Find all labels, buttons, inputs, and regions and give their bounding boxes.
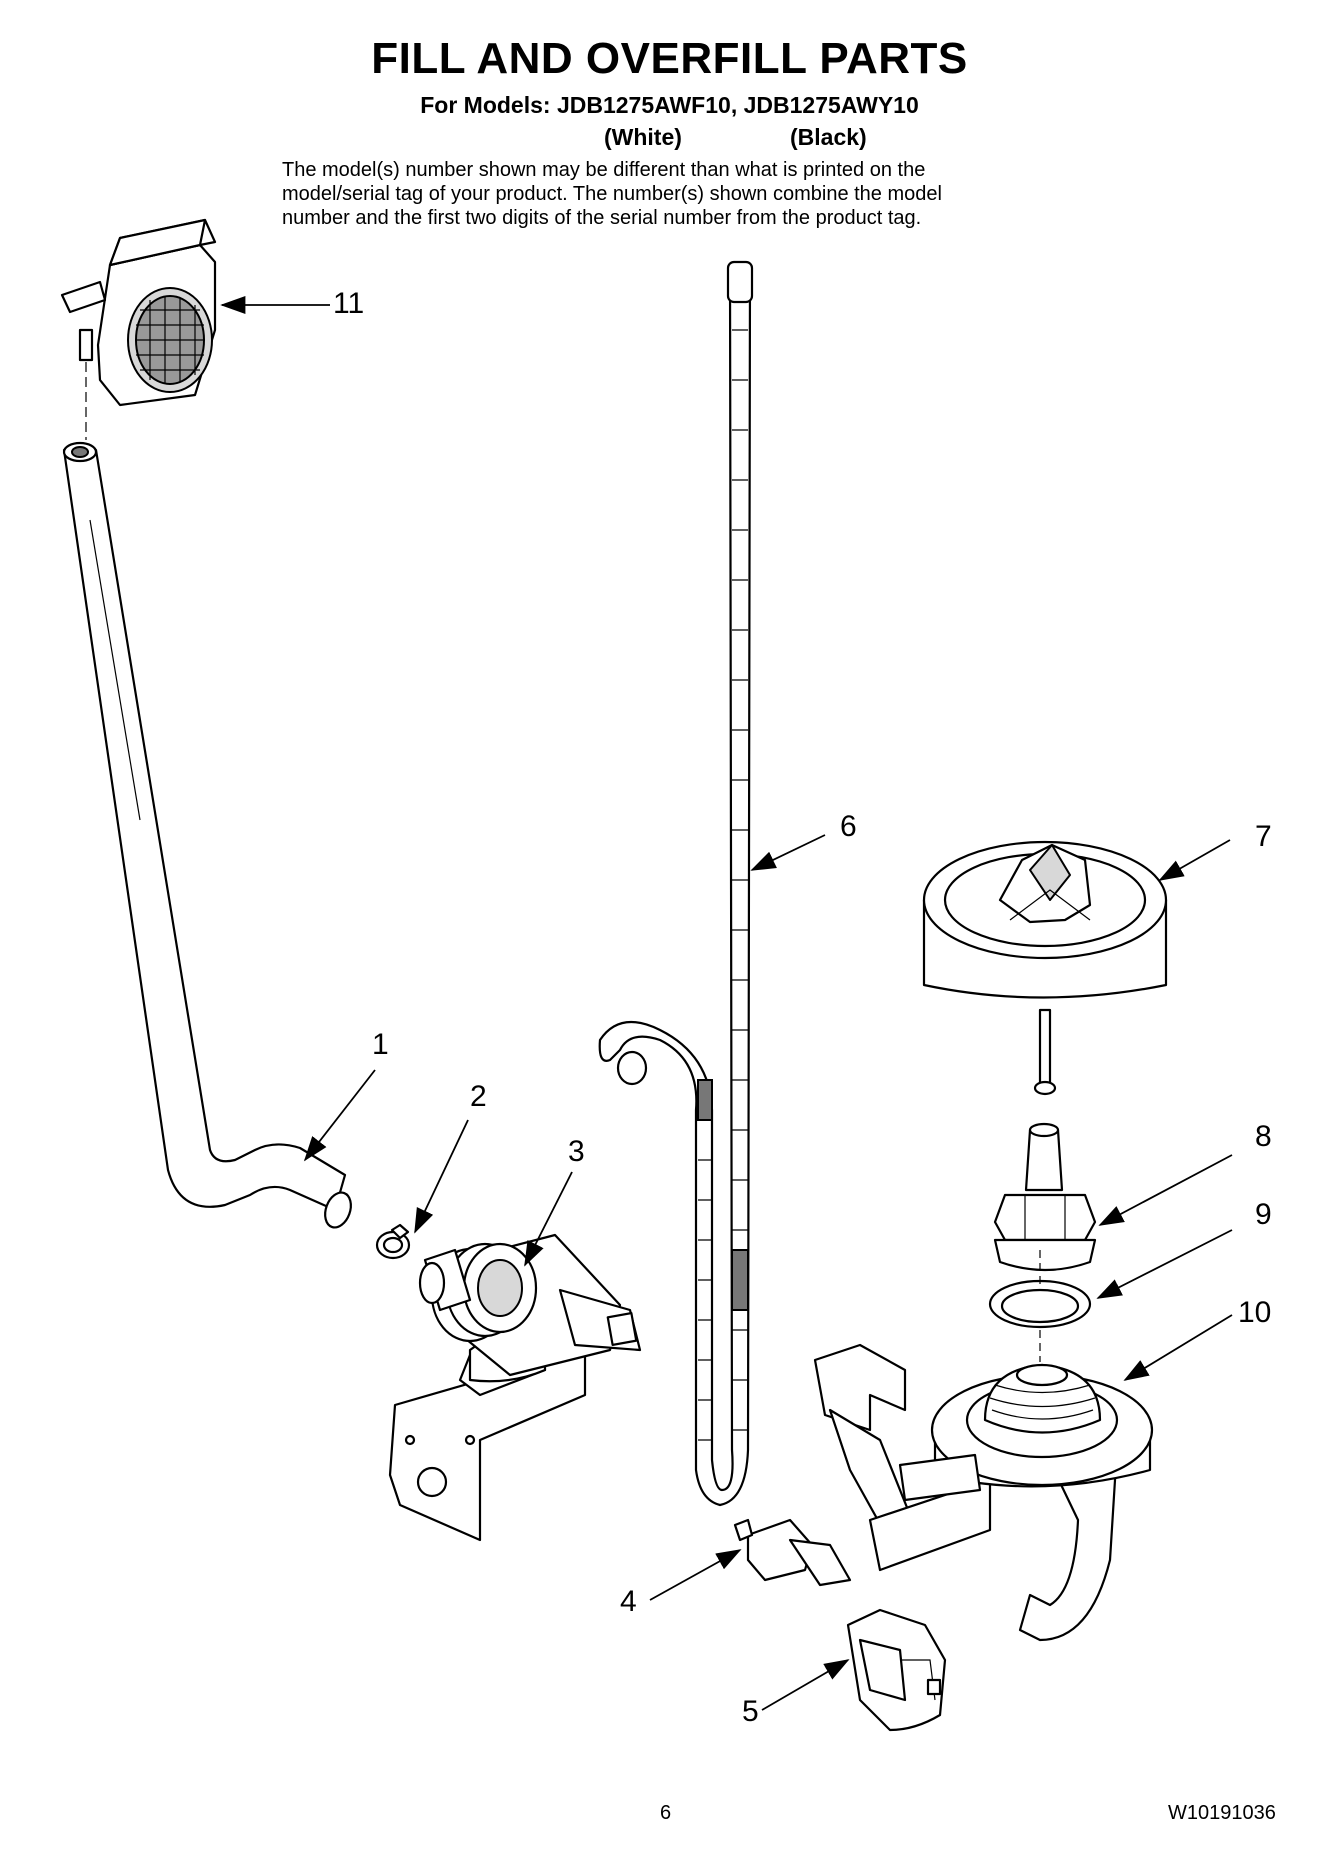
callout-2: 2 bbox=[470, 1080, 487, 1113]
callout-9: 9 bbox=[1255, 1198, 1272, 1231]
part-5-clip bbox=[846, 1608, 947, 1732]
disclaimer-line-2: model/serial tag of your product. The nu… bbox=[282, 183, 942, 205]
callout-10: 10 bbox=[1238, 1296, 1272, 1329]
document-number: W10191036 bbox=[1168, 1802, 1276, 1824]
part-8-nozzle bbox=[993, 1122, 1097, 1272]
callout-5: 5 bbox=[742, 1695, 759, 1728]
part-2-clamp bbox=[375, 1223, 411, 1260]
callout-7: 7 bbox=[1255, 820, 1272, 853]
callout-1: 1 bbox=[372, 1028, 389, 1061]
part-3-inlet-valve bbox=[388, 1233, 642, 1542]
models-line: For Models: JDB1275AWF10, JDB1275AWY10 bbox=[420, 92, 919, 118]
part-1-hose bbox=[62, 441, 352, 1229]
variant-black: (Black) bbox=[790, 124, 867, 150]
part-10-float-housing bbox=[813, 1330, 1154, 1642]
variant-white: (White) bbox=[604, 124, 682, 150]
part-6-tube bbox=[598, 260, 754, 1507]
page-number: 6 bbox=[660, 1802, 672, 1824]
part-4-switch bbox=[733, 1518, 852, 1587]
callout-leaders bbox=[220, 296, 1233, 1711]
disclaimer-line-1: The model(s) number shown may be differe… bbox=[282, 159, 926, 181]
part-7-float bbox=[922, 840, 1168, 1096]
callout-8: 8 bbox=[1255, 1120, 1272, 1153]
disclaimer: The model(s) number shown may be differe… bbox=[282, 158, 1082, 230]
part-11-vent bbox=[60, 218, 217, 440]
callout-6: 6 bbox=[840, 810, 857, 843]
callout-11: 11 bbox=[333, 287, 365, 320]
callout-3: 3 bbox=[568, 1135, 585, 1168]
part-9-gasket bbox=[988, 1250, 1092, 1329]
disclaimer-line-3: number and the first two digits of the s… bbox=[282, 207, 922, 229]
page-title: FILL AND OVERFILL PARTS bbox=[371, 34, 968, 83]
callout-4: 4 bbox=[620, 1585, 637, 1618]
